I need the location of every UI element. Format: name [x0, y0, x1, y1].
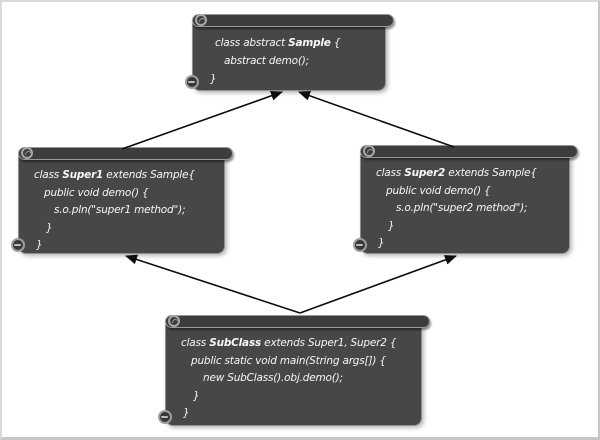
scroll-curl-icon	[363, 145, 375, 157]
edge-subclass-to-super2	[299, 255, 457, 314]
edge-super2-to-sample	[298, 90, 455, 148]
scroll-top-bar	[360, 145, 578, 158]
edge-subclass-to-super1	[125, 254, 301, 314]
class-node-super2: class Super2 extends Sample{public void …	[353, 145, 578, 254]
class-node-sample: class abstract Sample {abstract demo();}	[185, 14, 394, 91]
scroll-body	[192, 18, 386, 91]
code-text-super2: class Super2 extends Sample{public void …	[376, 167, 537, 249]
scroll-curl-icon	[158, 410, 172, 424]
scroll-top-bar	[18, 147, 233, 160]
scroll-body	[18, 151, 225, 254]
scroll-curl-icon	[21, 147, 33, 159]
code-text-sample: class abstract Sample {abstract demo();}	[210, 37, 341, 85]
code-text-super1: class Super1 extends Sample{public void …	[34, 169, 195, 251]
scroll-top-bar	[192, 14, 394, 27]
scroll-top-bar	[165, 315, 430, 328]
scroll-body	[360, 149, 570, 254]
class-node-super1: class Super1 extends Sample{public void …	[11, 147, 233, 254]
code-text-subclass: class SubClass extends Super1, Super2 {p…	[181, 337, 397, 419]
scroll-curl-icon	[353, 238, 367, 252]
scroll-curl-icon	[11, 238, 25, 252]
edge-super1-to-sample	[121, 90, 283, 150]
scroll-curl-icon	[195, 14, 207, 26]
class-node-subclass: class SubClass extends Super1, Super2 {p…	[158, 315, 430, 426]
scroll-curl-icon	[168, 315, 180, 327]
scroll-curl-icon	[185, 75, 199, 89]
